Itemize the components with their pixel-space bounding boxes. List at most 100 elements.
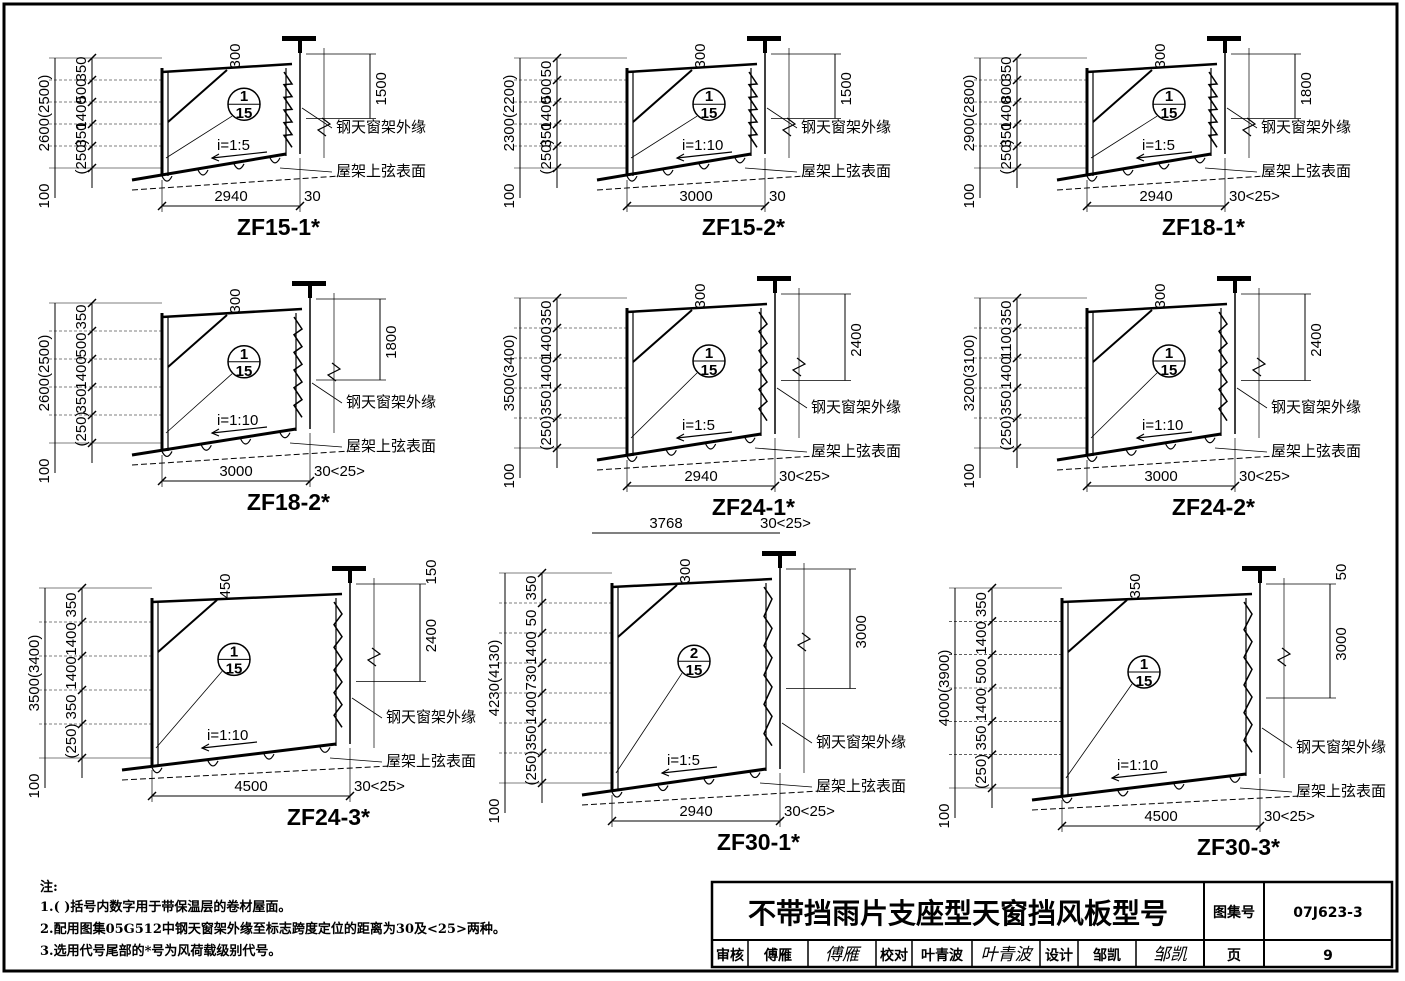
detail-leader: [165, 373, 233, 434]
slope-arrowhead: [1110, 773, 1120, 782]
dim-tick: [87, 438, 97, 448]
right-height-label: 2400: [848, 323, 865, 356]
dim-tick: [552, 119, 562, 129]
dim-tick: [87, 97, 97, 107]
segment-dim-label: 1400: [538, 96, 555, 129]
louver-panel: [1243, 601, 1253, 753]
frame-edge-label: 钢天窗架外缘: [336, 118, 426, 136]
segment-dim-label: (250): [998, 415, 1015, 450]
panel-zf24-1: 35014001400350(250)3500(3400)1003002400i…: [501, 276, 901, 520]
truss-surface-label: 屋架上弦表面: [1271, 442, 1361, 460]
slope-arrowhead: [660, 768, 670, 777]
slope-label: i=1:10: [682, 137, 723, 154]
segment-dim-label: 50: [523, 610, 540, 627]
dim-tick: [87, 53, 97, 63]
notes-heading: 注:: [40, 879, 58, 895]
atlas-number: 07J623-3: [1293, 905, 1362, 921]
i-beam-cap: [282, 36, 316, 41]
diagonal-brace: [617, 584, 678, 638]
edge-offset-label: 30<25>: [779, 468, 830, 485]
right-top-label: 50: [1333, 564, 1350, 581]
dim-tick: [87, 163, 97, 173]
slope-arrowhead: [200, 743, 210, 752]
truss-surface-label: 屋架上弦表面: [811, 442, 901, 460]
frame-edge-label: 钢天窗架外缘: [801, 118, 891, 136]
truss-surface-label: 屋架上弦表面: [386, 752, 476, 770]
panel-zf15-1: 3505001400350(250)2600(2500)1003001500i=…: [36, 36, 426, 240]
notes: 注: 1.( )括号内数字用于带保温层的卷材屋面。 2.配用图集05G512中钢…: [40, 879, 506, 959]
purlin-support: [657, 785, 669, 792]
purlin-support: [240, 438, 252, 445]
top-rail: [161, 307, 303, 319]
slope-label: i=1:10: [1142, 417, 1183, 434]
dim-tick: [987, 583, 997, 593]
bottom-rail: [596, 432, 762, 462]
total-height-label: 4230(4130): [486, 640, 503, 717]
purlin-support: [1165, 443, 1177, 450]
dim-tick: [1012, 119, 1022, 129]
span-tick: [622, 481, 632, 491]
panel-zf24-2: 35011001400350(250)3200(3100)1003002400i…: [961, 276, 1361, 520]
model-code: ZF24-3*: [287, 804, 370, 830]
dim-tick: [987, 616, 997, 626]
total-height-label: 4000(3900): [936, 650, 953, 727]
title-block: [710, 880, 1394, 969]
edge-offset-label: 30<25>: [1239, 468, 1290, 485]
frame-label-leader: [1226, 107, 1258, 129]
dim-tick: [552, 383, 562, 393]
truss-label-leader: [759, 782, 813, 788]
dim-tick: [1012, 141, 1022, 151]
bottom-dim-label: 100: [26, 773, 43, 798]
right-height-label: 3000: [1333, 627, 1350, 660]
atlas-label: 图集号: [1213, 904, 1255, 921]
span-tick: [1220, 201, 1230, 211]
dim-tick: [987, 783, 997, 793]
slope-arrowhead: [1135, 153, 1145, 162]
dim-tick: [1012, 383, 1022, 393]
model-code: ZF30-3*: [1197, 834, 1280, 860]
segment-dim-label: 350: [998, 122, 1015, 147]
top-offset-label: 450: [217, 573, 234, 598]
dim-tick: [1012, 323, 1022, 333]
detail-sheet: 15: [1161, 105, 1178, 122]
span-label: 2940: [214, 188, 247, 205]
dim-tick: [537, 688, 547, 698]
slope-arrow: [661, 766, 718, 774]
total-height-label: 3500(3400): [26, 635, 43, 712]
truss-label-leader: [279, 167, 333, 173]
bottom-rail: [131, 427, 297, 457]
total-height-label: 3200(3100): [961, 335, 978, 412]
top-offset-label: 350: [1127, 573, 1144, 598]
segment-dim-label: 350: [538, 122, 555, 147]
segment-dim-label: 1400: [523, 631, 540, 664]
top-rail: [626, 302, 768, 314]
top-rail: [611, 577, 773, 589]
bottom-dim-label: 100: [36, 183, 53, 208]
reviewer-signature: 傅雁: [825, 945, 862, 965]
segment-dim-label: 350: [523, 725, 540, 750]
dim-tick: [1012, 163, 1022, 173]
frame-label-leader: [781, 722, 813, 744]
purlin-support: [233, 163, 245, 170]
segment-dim-label: 350: [73, 388, 90, 413]
i-beam-cap: [762, 551, 796, 556]
drawing-title: 不带挡雨片支座型天窗挡风板型号: [748, 897, 1168, 930]
span-tick: [1057, 821, 1067, 831]
span-tick: [1230, 481, 1240, 491]
span-tick: [345, 791, 355, 801]
detail-leader: [1090, 372, 1158, 439]
truss-label-leader: [1204, 167, 1258, 173]
top-rail: [161, 62, 293, 74]
segment-dim-label: 1400: [973, 688, 990, 721]
detail-number: 1: [1165, 345, 1173, 362]
truss-chord-line: [596, 455, 816, 471]
review-label: 审核: [716, 947, 744, 964]
panel-zf15-2: 505001400350(250)2300(2200)1003001500i=1…: [501, 36, 891, 240]
i-beam-cap: [1207, 36, 1241, 41]
checker-signature: 叶青波: [981, 945, 1035, 965]
frame-label-leader: [766, 107, 798, 129]
detail-leader: [165, 115, 233, 159]
dim-tick: [77, 753, 87, 763]
total-height-label: 3500(3400): [501, 335, 518, 412]
